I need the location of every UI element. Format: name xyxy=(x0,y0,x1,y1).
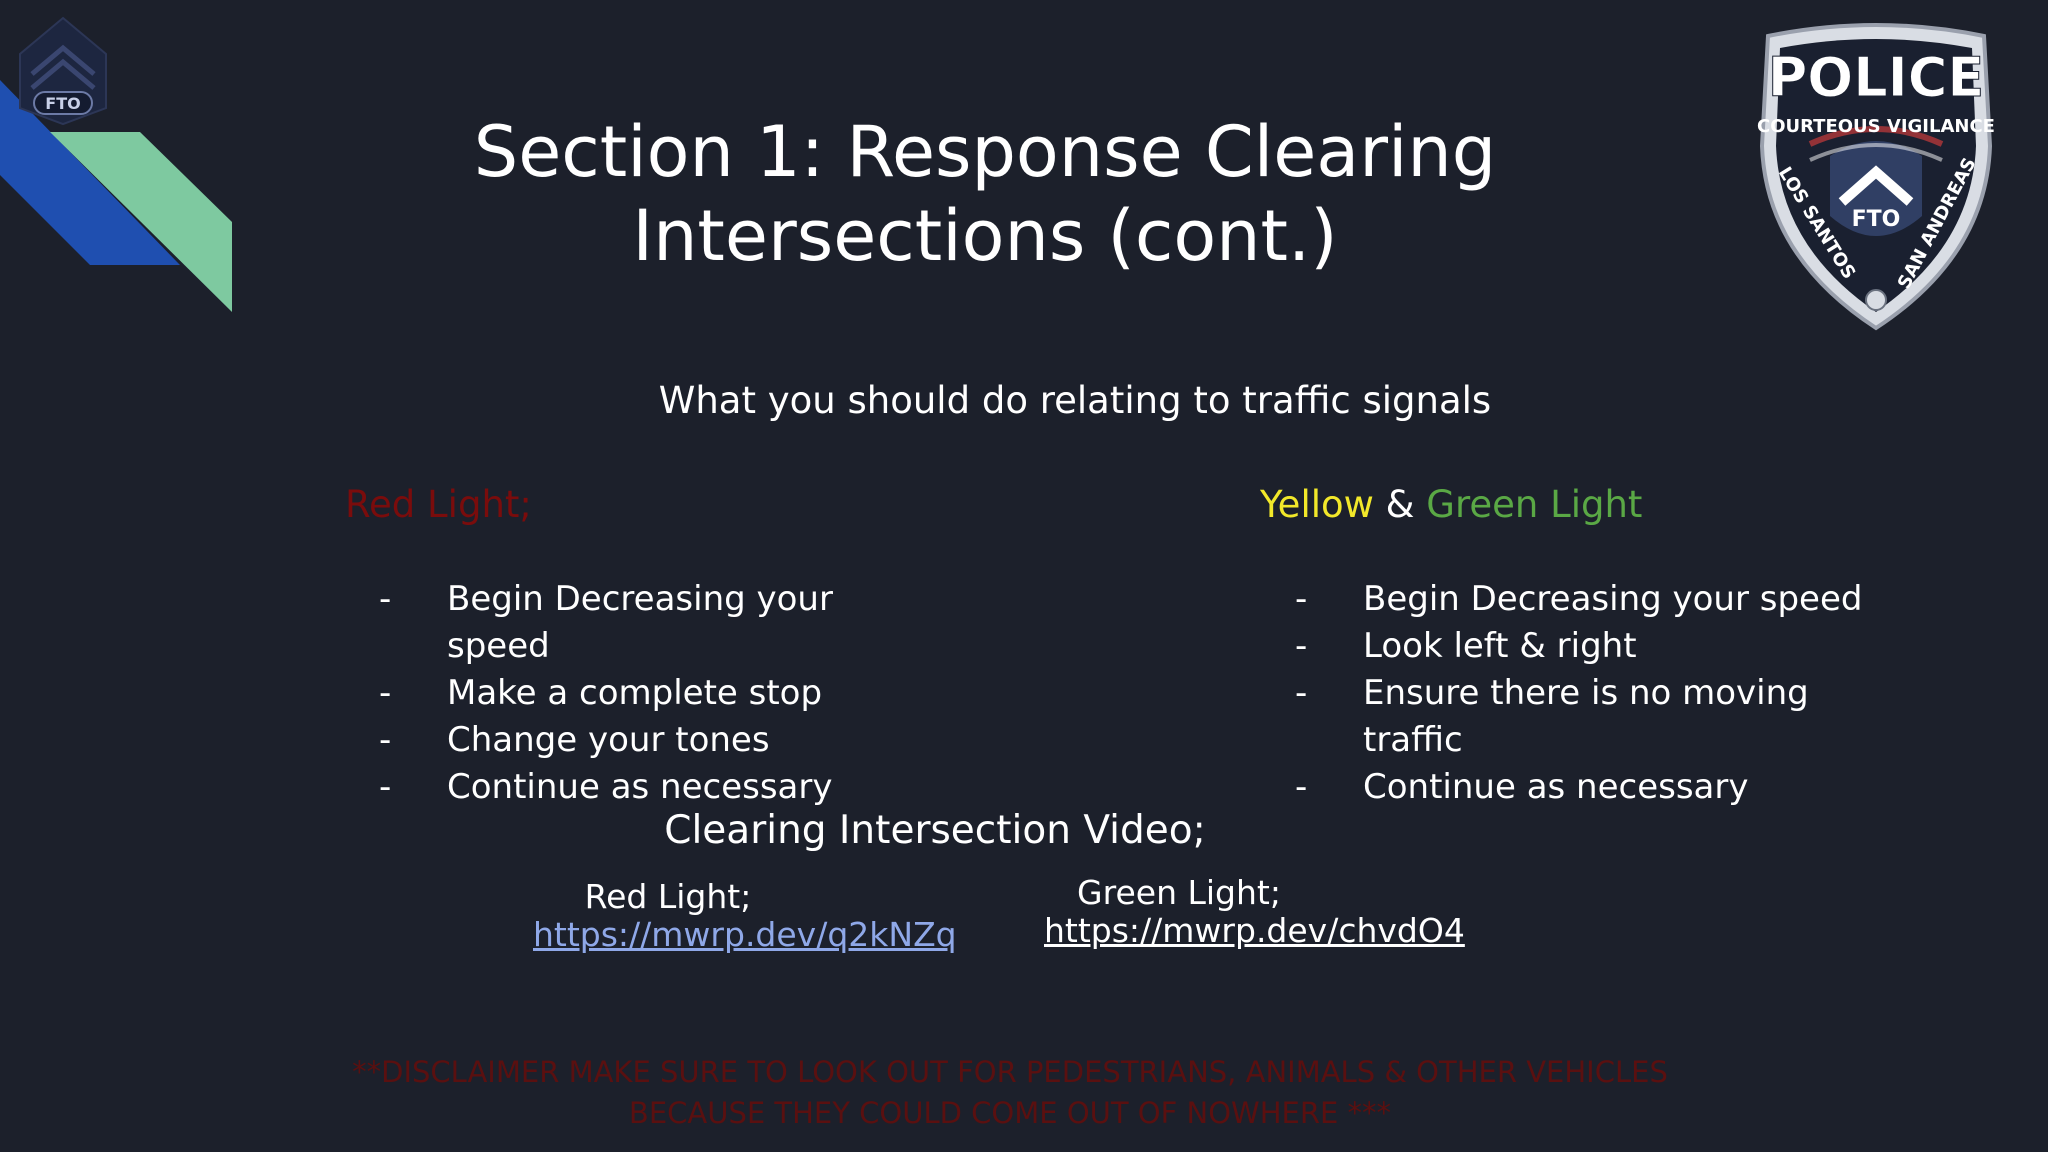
green-video-label: Green Light; xyxy=(1077,873,1281,912)
bullet-dash: - xyxy=(379,767,392,807)
slide-subtitle: What you should do relating to traffic s… xyxy=(658,379,1492,422)
bullet-dash: - xyxy=(1295,673,1308,713)
list-item: -Continue as necessary xyxy=(1295,764,1883,811)
green-word: Green Light xyxy=(1426,483,1643,526)
red-light-heading: Red Light; xyxy=(345,483,532,526)
list-item: -Change your tones xyxy=(379,717,847,764)
corner-stripes xyxy=(0,80,232,312)
list-item: -Ensure there is no moving traffic xyxy=(1295,670,1883,764)
list-item: -Begin Decreasing your speed xyxy=(1295,576,1883,623)
bullet-dash: - xyxy=(1295,626,1308,666)
police-badge-top: POLICE xyxy=(1768,46,1985,109)
bullet-dash: - xyxy=(1295,579,1308,619)
bullet-dash: - xyxy=(1295,767,1308,807)
bullet-dash: - xyxy=(379,720,392,760)
bullet-dash: - xyxy=(379,579,392,619)
disclaimer-line-2: BECAUSE THEY COULD COME OUT OF NOWHERE *… xyxy=(628,1096,1392,1130)
list-item: -Continue as necessary xyxy=(379,764,847,811)
red-light-list: -Begin Decreasing your speed -Make a com… xyxy=(379,576,847,811)
disclaimer-line-1: **DISCLAIMER MAKE SURE TO LOOK OUT FOR P… xyxy=(352,1055,1668,1089)
yellow-word: Yellow xyxy=(1260,483,1374,526)
title-line-2: Intersections (cont.) xyxy=(632,195,1338,277)
chevron-icon xyxy=(1838,165,1914,206)
title-line-1: Section 1: Response Clearing xyxy=(473,111,1497,193)
list-item: -Look left & right xyxy=(1295,623,1883,670)
fto-badge-text: FTO xyxy=(45,94,80,113)
green-video-link[interactable]: https://mwrp.dev/chvdO4 xyxy=(1044,911,1465,950)
mint-stripe xyxy=(50,132,232,312)
slide-title: Section 1: Response Clearing Intersectio… xyxy=(390,110,1580,278)
police-badge-arc: COURTEOUS VIGILANCE xyxy=(1757,116,1995,137)
fto-chevron-badge: FTO xyxy=(19,16,107,126)
red-video-label: Red Light; xyxy=(584,877,752,916)
police-badge: POLICE COURTEOUS VIGILANCE LOS SANTOS SA… xyxy=(1757,23,1995,331)
disclaimer: **DISCLAIMER MAKE SURE TO LOOK OUT FOR P… xyxy=(300,1052,1720,1134)
video-heading: Clearing Intersection Video; xyxy=(664,808,1206,853)
red-light-video: Red Light; https://mwrp.dev/q2kNZq xyxy=(533,877,957,952)
yellow-green-list: -Begin Decreasing your speed -Look left … xyxy=(1295,576,1883,811)
list-item: -Begin Decreasing your speed xyxy=(379,576,847,670)
list-item: -Make a complete stop xyxy=(379,670,847,717)
police-badge-center: FTO xyxy=(1852,207,1901,232)
blue-stripe xyxy=(0,80,180,265)
amp-word: & xyxy=(1373,483,1427,526)
bullet-dash: - xyxy=(379,673,392,713)
yellow-green-heading: Yellow & Green Light xyxy=(1260,480,1642,530)
green-light-video: Green Light; https://mwrp.dev/chvdO4 xyxy=(1044,873,1465,948)
red-video-link[interactable]: https://mwrp.dev/q2kNZq xyxy=(533,915,957,954)
seal-icon xyxy=(1865,289,1887,311)
